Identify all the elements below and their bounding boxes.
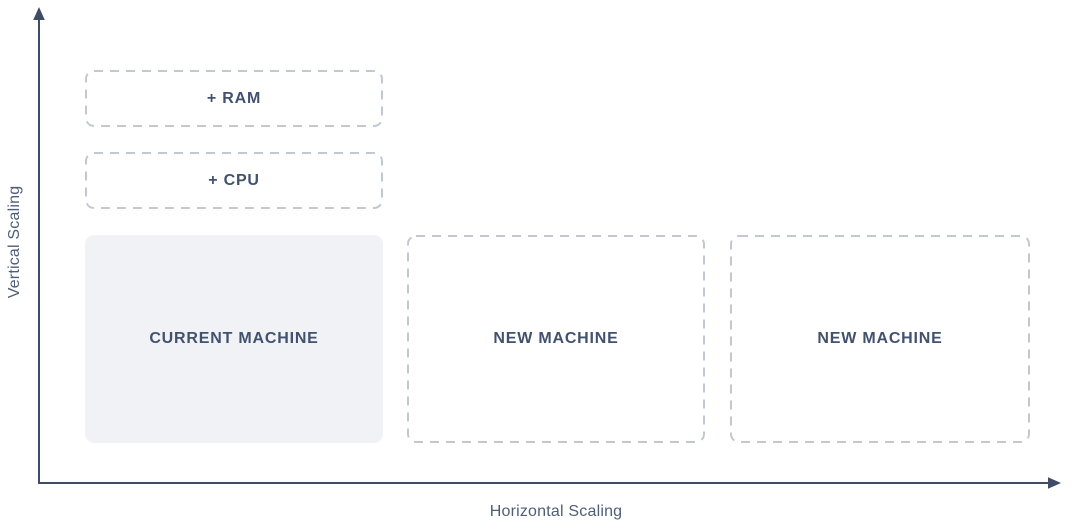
- current-machine-box: CURRENT MACHINE: [85, 235, 383, 443]
- add-ram-label: + RAM: [206, 89, 262, 107]
- new-machine-box-2: NEW MACHINE: [730, 235, 1030, 443]
- new-machine-label: NEW MACHINE: [493, 330, 619, 347]
- add-cpu-label: + CPU: [208, 171, 260, 189]
- add-cpu-box: + CPU: [85, 152, 383, 209]
- x-axis-label: Horizontal Scaling: [489, 503, 623, 520]
- new-machine-box-1: NEW MACHINE: [407, 235, 705, 443]
- x-axis-arrow-icon: [1048, 477, 1061, 489]
- new-machine-label: NEW MACHINE: [817, 330, 943, 347]
- add-ram-box: + RAM: [85, 70, 383, 127]
- current-machine-label: CURRENT MACHINE: [149, 330, 319, 347]
- y-axis-arrow-icon: [33, 7, 45, 20]
- y-axis-label: Vertical Scaling: [6, 185, 23, 299]
